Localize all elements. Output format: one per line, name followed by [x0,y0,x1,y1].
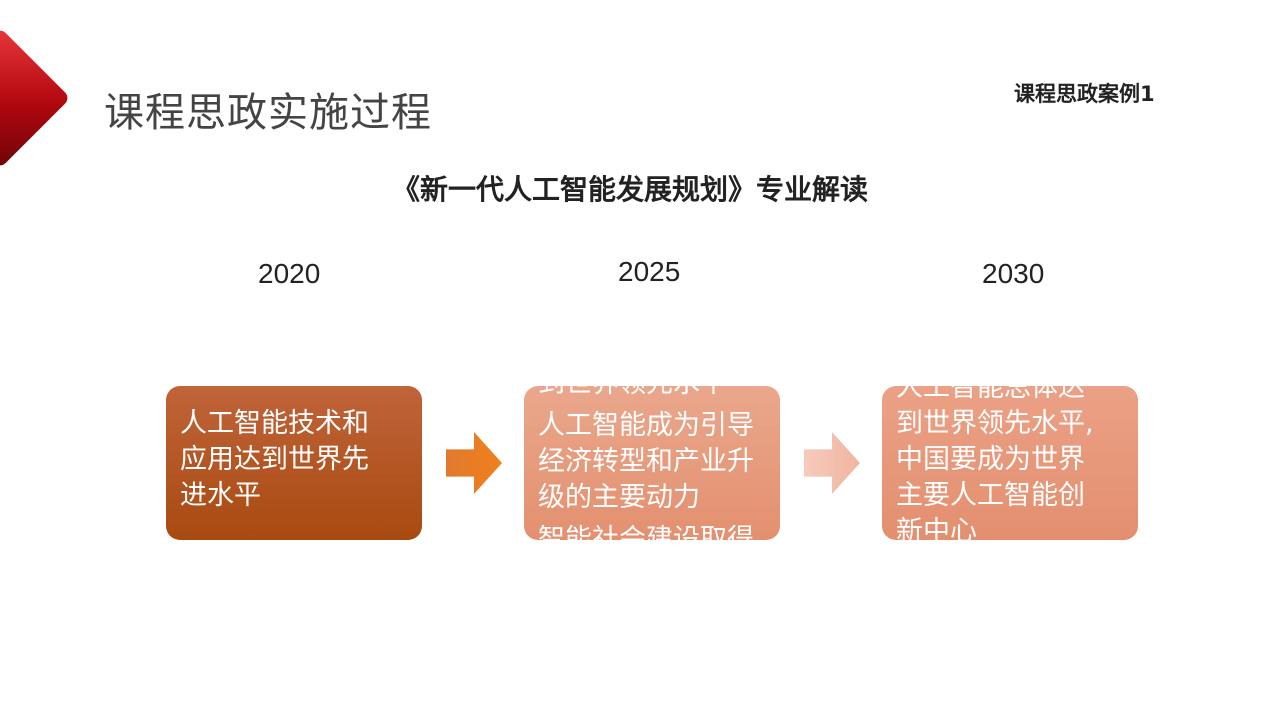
box-line: 级的主要动力 [538,482,700,513]
box-line: 应用达到世界先 [180,444,369,475]
arrow-right-icon [804,432,860,494]
year-2020: 2020 [258,258,321,289]
box-line: 新中心 [896,516,977,540]
page-title: 课程思政实施过程 [104,90,432,136]
box-line: 主要人工智能创 [896,480,1085,511]
timeline-box-2020: 人工智能技术和 应用达到世界先 进水平 [166,386,422,540]
subtitle: 《新一代人工智能发展规划》专业解读 [391,173,868,206]
box-line: 进水平 [180,480,261,511]
year-2025: 2025 [618,256,681,287]
red-diamond-decoration [0,28,70,168]
box-line: 人工智能总体达 [896,386,1085,403]
box-line: 人工智能成为引导 [538,410,754,441]
box-line: 到世界领先水平, [896,408,1094,439]
year-2030: 2030 [982,258,1045,289]
box-line: 中国要成为世界 [896,444,1085,475]
box-line: 智能社会建设取得 [538,524,754,540]
timeline-box-2030: 人工智能总体达 到世界领先水平, 中国要成为世界 主要人工智能创 新中心 [882,386,1138,540]
box-line: 经济转型和产业升 [538,446,754,477]
box-line: 人工智能技术和 [180,408,369,439]
timeline-box-2025: 到世界领先水平 人工智能成为引导 经济转型和产业升 级的主要动力 智能社会建设取… [524,386,780,540]
arrow-right-icon [446,432,502,494]
case-label: 课程思政案例1 [1014,82,1155,106]
box-line: 到世界领先水平 [538,386,770,402]
